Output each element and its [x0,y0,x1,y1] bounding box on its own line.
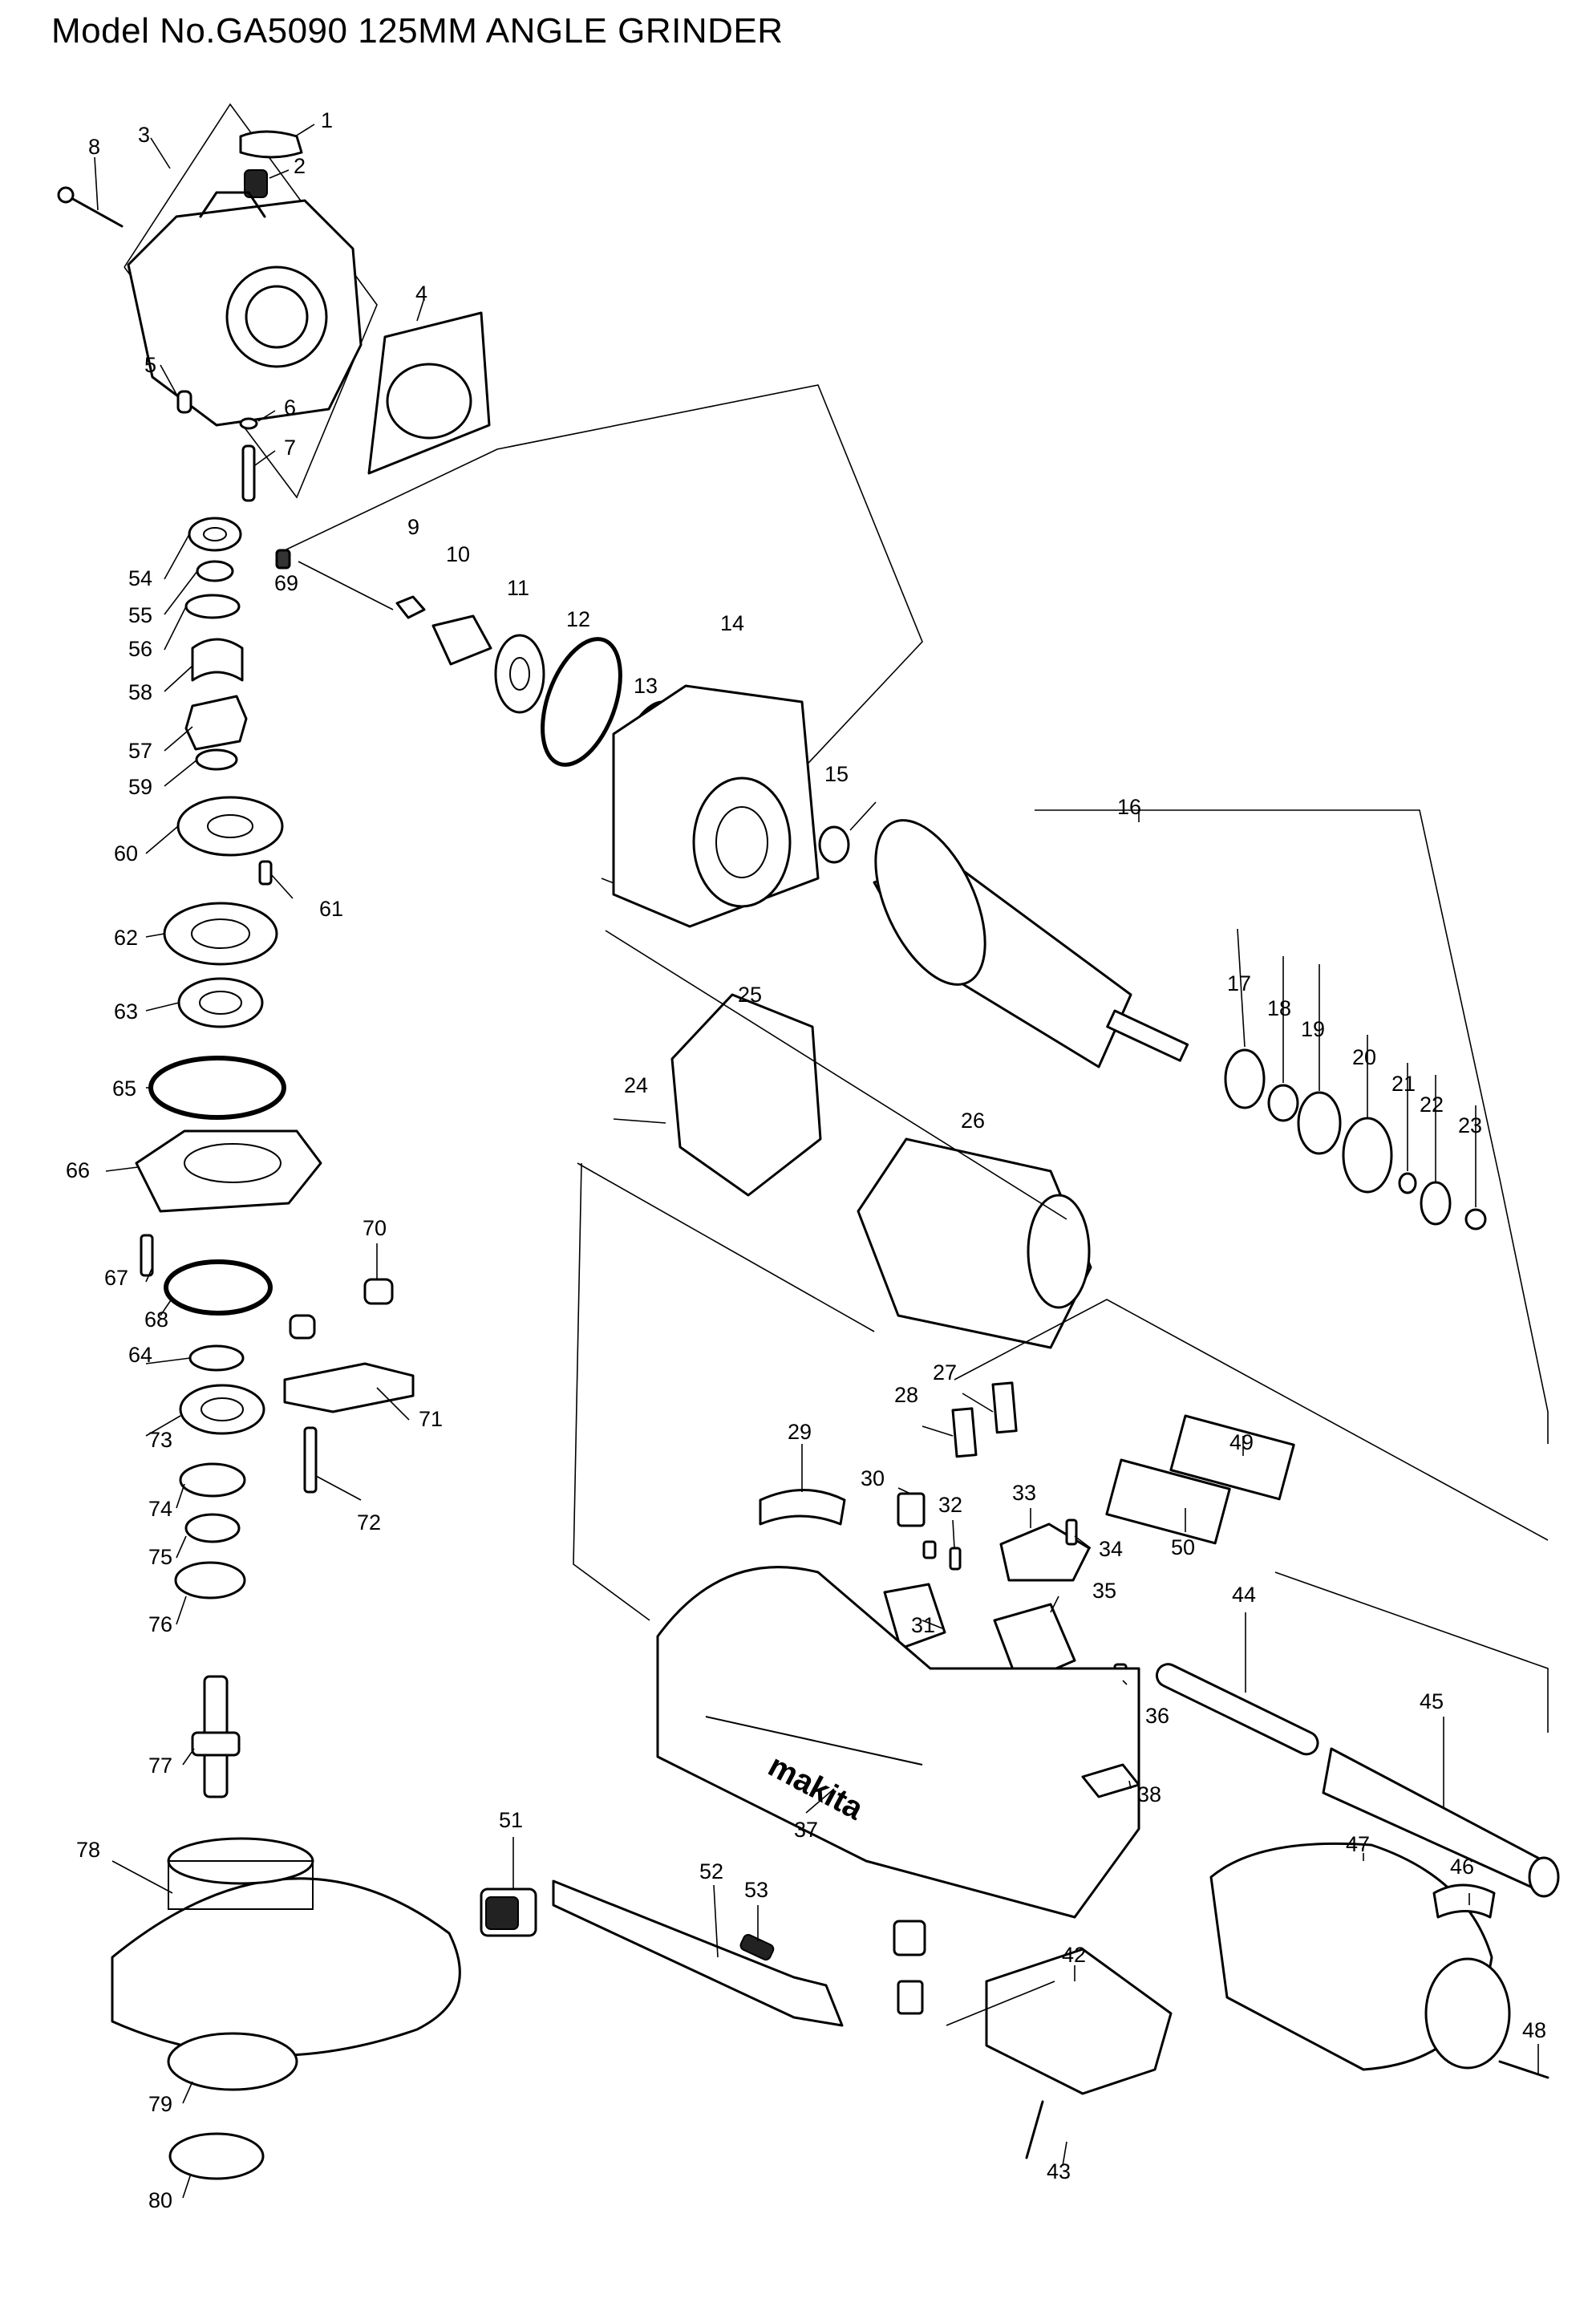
part-number: 25 [738,983,762,1007]
part-number: 16 [1117,795,1141,819]
part-number: 31 [911,1613,935,1637]
part-number: 21 [1391,1072,1416,1096]
part-number: 42 [1062,1943,1086,1967]
part-number: 12 [566,607,590,631]
part-number: 9 [407,515,419,539]
part-number: 51 [499,1808,523,1832]
part-number: 8 [88,135,100,159]
part-number: 5 [144,353,156,377]
part-number: 1 [321,108,333,132]
part-number: 18 [1267,996,1291,1020]
part-number: 61 [319,897,343,921]
part-number: 46 [1450,1855,1474,1879]
part-number: 15 [824,762,849,786]
part-number: 48 [1522,2018,1546,2042]
part-number: 11 [507,576,529,600]
part-number: 76 [148,1612,172,1636]
part-number: 10 [446,542,470,566]
part-number: 45 [1420,1689,1444,1713]
page-title: Model No.GA5090 125MM ANGLE GRINDER [51,11,784,51]
part-number: 36 [1145,1704,1169,1728]
motor-section [275,384,1549,1541]
part-number: 6 [284,395,296,420]
part-number: 66 [66,1158,90,1182]
part-number: 37 [794,1818,818,1842]
part-number: 24 [624,1073,648,1097]
part-number: 63 [114,999,138,1024]
part-number: 52 [699,1859,723,1883]
part-number: 54 [128,566,152,590]
part-number: 35 [1092,1579,1116,1603]
part-number: 13 [634,674,658,698]
part-number: 79 [148,2092,172,2116]
part-number: 58 [128,680,152,704]
part-number: 14 [720,611,744,635]
part-number: 60 [114,841,138,866]
part-number: 34 [1099,1537,1123,1561]
gear-assembly-column [105,517,461,2199]
part-number: 75 [148,1545,172,1569]
part-number: 74 [148,1497,172,1521]
part-number: 50 [1171,1535,1195,1559]
part-number: 80 [148,2188,172,2212]
part-number: 62 [114,926,138,950]
part-number: 22 [1420,1093,1444,1117]
part-number: 56 [128,637,152,661]
part-number: 2 [294,154,306,178]
part-number: 19 [1301,1017,1325,1041]
motor-housing-section: makita [480,1162,1560,2167]
part-number: 7 [284,436,296,460]
part-number: 57 [128,739,152,763]
part-number: 64 [128,1343,152,1367]
part-number: 27 [933,1360,957,1385]
part-number: 47 [1346,1832,1370,1856]
part-number: 32 [938,1493,962,1517]
part-number: 77 [148,1754,172,1778]
part-number: 29 [788,1420,812,1444]
gear-housing-group [57,103,491,502]
part-number: 69 [274,571,298,595]
part-number: 43 [1047,2159,1071,2183]
part-number: 44 [1232,1583,1256,1607]
part-number: 38 [1137,1782,1161,1806]
part-number: 17 [1227,971,1251,995]
part-number: 33 [1012,1481,1036,1505]
part-number: 59 [128,775,152,799]
part-number: 3 [138,123,150,147]
part-number: 20 [1352,1045,1376,1069]
part-number: 72 [357,1510,381,1535]
part-number: 68 [144,1308,168,1332]
part-number: 65 [112,1076,136,1101]
part-number: 70 [363,1216,387,1240]
part-number: 55 [128,603,152,627]
part-number: 71 [419,1407,443,1431]
part-number: 53 [744,1878,768,1902]
part-number: 78 [76,1838,100,1862]
part-number: 67 [104,1266,128,1290]
part-number: 28 [894,1383,918,1407]
part-number: 49 [1229,1430,1254,1454]
part-number: 73 [148,1428,172,1452]
part-number-labels: 1 2 3 4 5 6 7 8 9 10 11 12 13 14 15 16 1… [66,108,1546,2212]
part-number: 30 [861,1466,885,1490]
part-number: 23 [1458,1113,1482,1137]
part-number: 26 [961,1109,985,1133]
part-number: 4 [415,282,427,306]
